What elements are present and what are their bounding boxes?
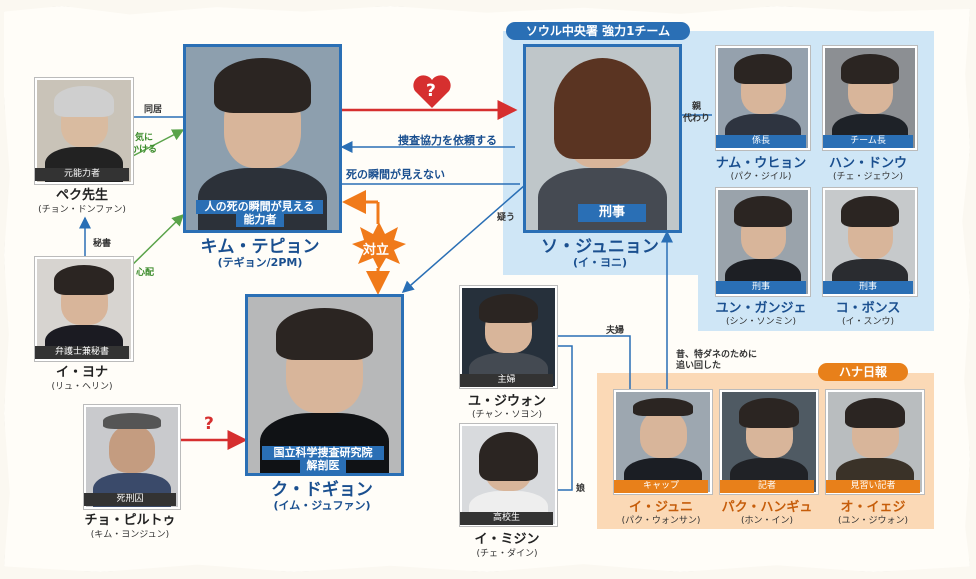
oieji-actor: (ユン・ジウォン) <box>837 516 909 526</box>
line-baek-cares <box>128 129 185 159</box>
tepion-actor: (テギョン/2PM) <box>217 256 303 269</box>
ko-actor: (イ・スンウ) <box>841 317 895 327</box>
nam-actor: (パク・ジイル) <box>730 172 792 182</box>
heart-question: ? <box>426 81 436 101</box>
police-team-badge: ソウル中央署 強力1チーム <box>506 22 690 40</box>
junyon-tag: 刑事 <box>578 204 646 222</box>
imijin-photo <box>460 424 557 526</box>
line-junyon-suspect <box>401 184 526 293</box>
rel-label-daughter: 娘 <box>576 484 586 494</box>
nam-role: 係長 <box>716 135 806 148</box>
pilto-question: ? <box>204 414 214 434</box>
rel-label-cant-see: 死の瞬間が見えない <box>346 168 445 181</box>
ijune-name: イ・ジュニ <box>628 500 694 515</box>
ko-name: コ・ボンス <box>835 301 901 316</box>
baek-role: 元能力者 <box>35 168 129 181</box>
rel-label-cares-1: 気に <box>135 133 154 143</box>
tepion-tag-line1: 人の死の瞬間が見える <box>196 200 323 214</box>
hangyu-photo <box>720 390 818 494</box>
tepion-tag-line2: 能力者 <box>236 213 284 227</box>
yun-photo <box>716 188 810 296</box>
baek-name: ペク先生 <box>55 188 108 203</box>
rel-label-request: 捜査協力を依頼する <box>398 134 497 147</box>
conflict-burst-icon <box>352 222 406 270</box>
kudogion-name: ク・ドギョン <box>271 480 373 500</box>
rel-label-chased-1: 昔、特ダネのために <box>676 350 758 360</box>
pilto-role: 死刑囚 <box>84 493 176 506</box>
rel-label-suspect: 疑う <box>497 213 516 223</box>
yujiwon-name: ユ・ジウォン <box>467 394 546 409</box>
iyona-actor: (リュ・ヘリン) <box>51 382 113 392</box>
kudogion-photo <box>245 294 404 476</box>
line-family-couple <box>553 335 631 395</box>
hangyu-role: 記者 <box>720 480 814 493</box>
kudogion-tag-line1: 国立科学捜査研究院 <box>262 446 384 460</box>
yun-role: 刑事 <box>716 281 806 294</box>
pilto-actor: (キム・ヨンジュン) <box>90 530 170 540</box>
ko-role: 刑事 <box>823 281 913 294</box>
line-yona-tepion <box>124 213 185 273</box>
han-photo <box>823 46 917 150</box>
yun-name: ユン・ガンジェ <box>715 301 807 316</box>
junyon-actor: (イ・ヨニ) <box>572 256 628 269</box>
nam-name: ナム・ウヒョン <box>715 156 807 171</box>
kudogion-tag-line2: 解剖医 <box>300 459 346 473</box>
pilto-name: チョ・ピルトゥ <box>84 513 176 528</box>
iyona-role: 弁護士兼秘書 <box>35 346 129 359</box>
baek-actor: (チョン・ドンファン) <box>38 205 126 215</box>
nam-photo <box>716 46 810 150</box>
ko-photo <box>823 188 917 296</box>
hangyu-actor: (ホン・イン) <box>740 516 794 526</box>
han-name: ハン・ドンウ <box>828 156 907 171</box>
imijin-role: 高校生 <box>460 512 553 525</box>
ijune-photo <box>614 390 712 494</box>
rel-label-parent-1: 親 <box>692 102 702 112</box>
rel-label-secretary: 秘書 <box>93 239 112 249</box>
yujiwon-role: 主婦 <box>460 374 553 387</box>
ijune-actor: (パク・ウォンサン) <box>621 516 701 526</box>
han-role: チーム長 <box>823 135 913 148</box>
oieji-photo <box>826 390 924 494</box>
hangyu-name: パク・ハンギュ <box>721 500 813 515</box>
iyona-name: イ・ヨナ <box>55 365 108 380</box>
oieji-name: オ・イェジ <box>840 500 906 515</box>
ijune-role: キャップ <box>614 480 708 493</box>
han-actor: (チェ・ジェウン) <box>832 172 904 182</box>
imijin-name: イ・ミジン <box>474 532 540 547</box>
rel-label-worry: 心配 <box>136 268 155 278</box>
pilto-photo <box>84 405 180 509</box>
yujiwon-actor: (チャン・ソヨン) <box>472 410 542 420</box>
rel-label-chased-2: 追い回した <box>676 361 722 371</box>
hana-news-badge: ハナ日報 <box>818 363 908 381</box>
rel-label-cares-2: かける <box>130 145 158 155</box>
heart-icon <box>413 75 451 108</box>
kudogion-actor: (イム・ジュファン) <box>273 499 371 512</box>
junyon-name: ソ・ジュニョン <box>541 237 659 257</box>
rel-label-couple: 夫婦 <box>606 326 625 336</box>
line-family-daughter <box>553 345 573 491</box>
oieji-role: 見習い記者 <box>826 480 920 493</box>
yujiwon-photo <box>460 286 557 388</box>
rel-label-cohabit: 同居 <box>144 105 163 115</box>
yun-actor: (シン・ソンミン) <box>725 317 797 327</box>
junyon-photo <box>523 44 682 233</box>
conflict-label: 対立 <box>363 243 390 258</box>
imijin-actor: (チェ・ダイン) <box>476 549 538 559</box>
rel-label-parent-2: 代わり <box>683 114 711 124</box>
tepion-name: キム・テピョン <box>200 237 320 257</box>
